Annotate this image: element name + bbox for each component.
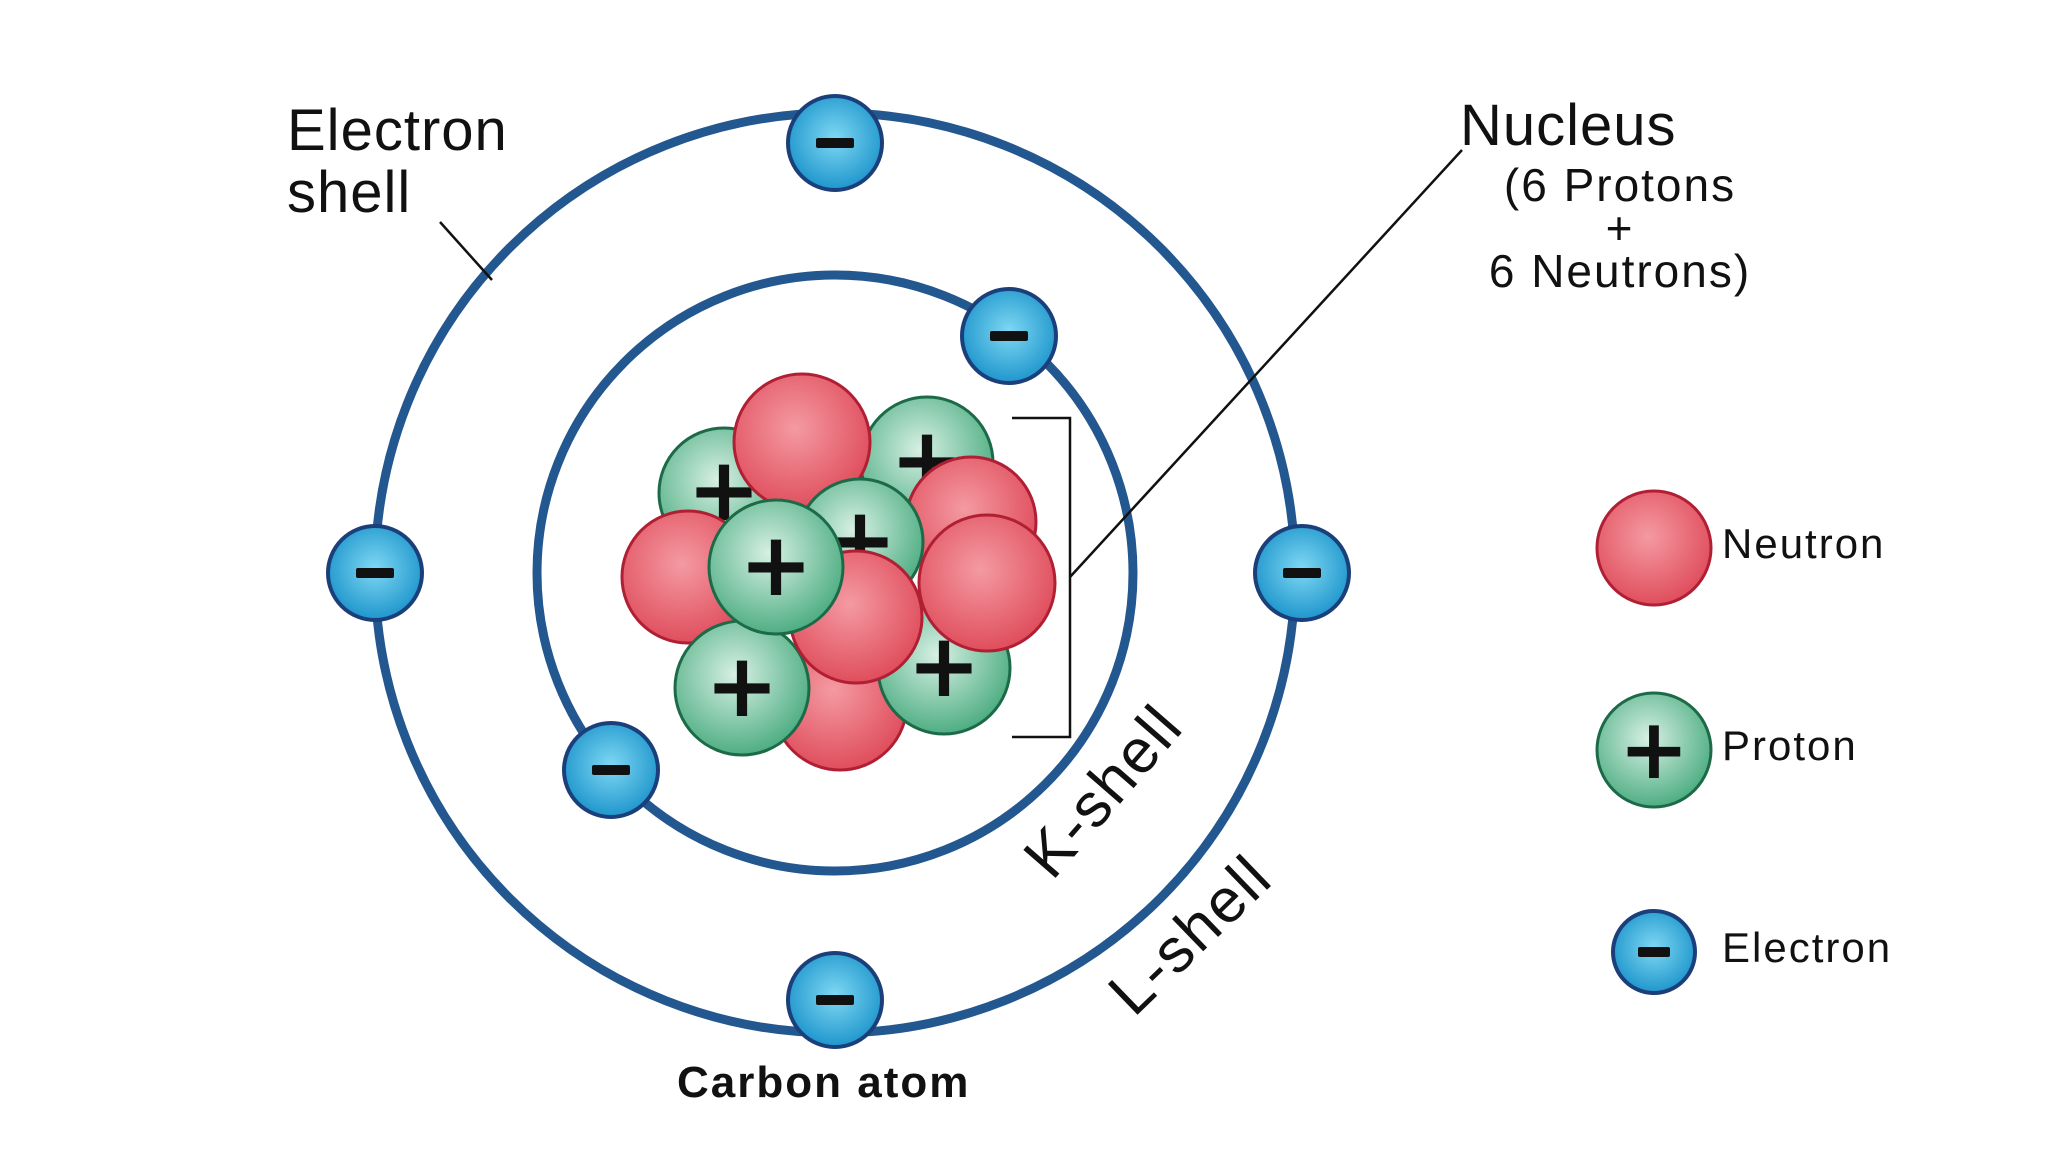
nucleus-neutrons: 6 Neutrons) [1488,245,1752,297]
electron-shell-label-line1: Electron [287,98,508,163]
nucleus-leader [1069,149,1463,578]
electron [786,951,884,1049]
electron-shell-leader [439,221,493,281]
svg-text:+: + [739,513,813,616]
legend-neutron-label: Neutron [1722,520,1886,567]
legend-electron-label: Electron [1722,924,1893,971]
electron [562,721,660,819]
neutron [917,513,1057,653]
electron [326,524,424,622]
legend-proton-label: Proton [1722,722,1858,769]
legend-electron-symbol [1611,909,1697,995]
nucleus-protons: (6 Protons [1503,159,1737,211]
proton: + [673,619,811,757]
legend-proton-symbol: + [1595,691,1713,809]
electron-shell-label-line2: shell [287,160,412,225]
svg-text:+: + [705,634,779,737]
proton: + [707,498,845,636]
legend-neutron-symbol [1595,489,1713,607]
electron [960,287,1058,385]
nucleus: + + + + + [620,372,1057,772]
electron [1253,524,1351,622]
nucleus-title: Nucleus [1460,93,1677,158]
electron-shell-label: Electron shell [287,100,508,224]
nucleus-label: Nucleus (6 Protons + 6 Neutrons) [1440,93,1800,297]
svg-text:+: + [1619,700,1689,798]
diagram-caption: Carbon atom [677,1058,971,1107]
nucleus-plus: + [1605,202,1635,254]
nucleus-bracket [1012,416,1072,739]
electron [786,94,884,192]
k-shell-orbit [532,270,1138,876]
